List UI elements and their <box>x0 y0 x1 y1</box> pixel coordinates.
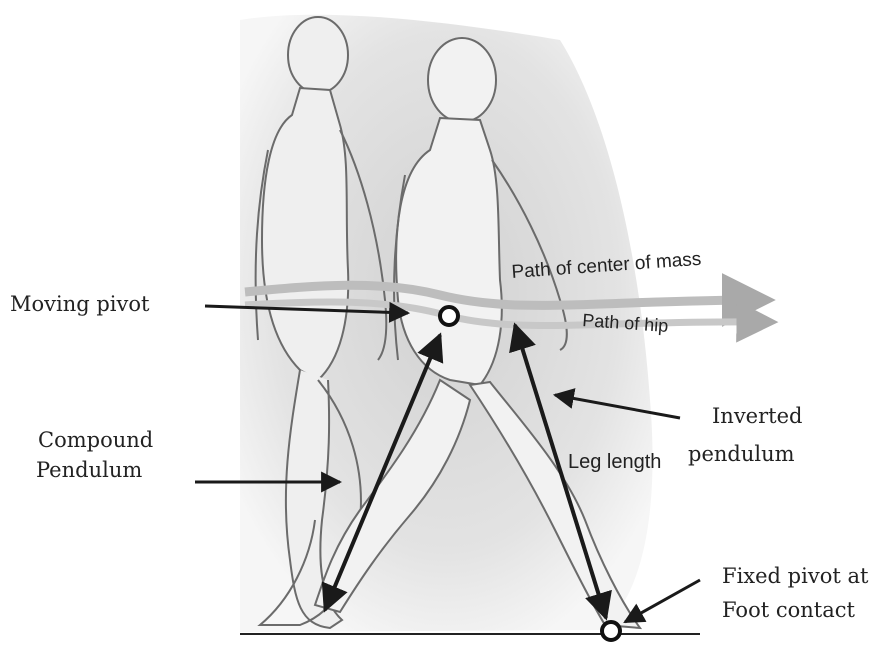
fixed-pivot-marker <box>602 622 620 640</box>
compound-pendulum-label-line2: Pendulum <box>36 458 142 483</box>
moving-pivot-marker <box>440 307 458 325</box>
compound-pendulum-label-line1: Compound <box>38 428 153 453</box>
fixed-pivot-pointer <box>625 580 700 622</box>
inverted-pendulum-label-line2: pendulum <box>688 442 795 467</box>
moving-pivot-label: Moving pivot <box>10 292 149 317</box>
fixed-pivot-label-line1: Fixed pivot at <box>722 564 868 589</box>
leg-length-label: Leg length <box>568 450 661 474</box>
fixed-pivot-label-line2: Foot contact <box>722 598 855 623</box>
inverted-pendulum-label-line1: Inverted <box>712 404 802 429</box>
